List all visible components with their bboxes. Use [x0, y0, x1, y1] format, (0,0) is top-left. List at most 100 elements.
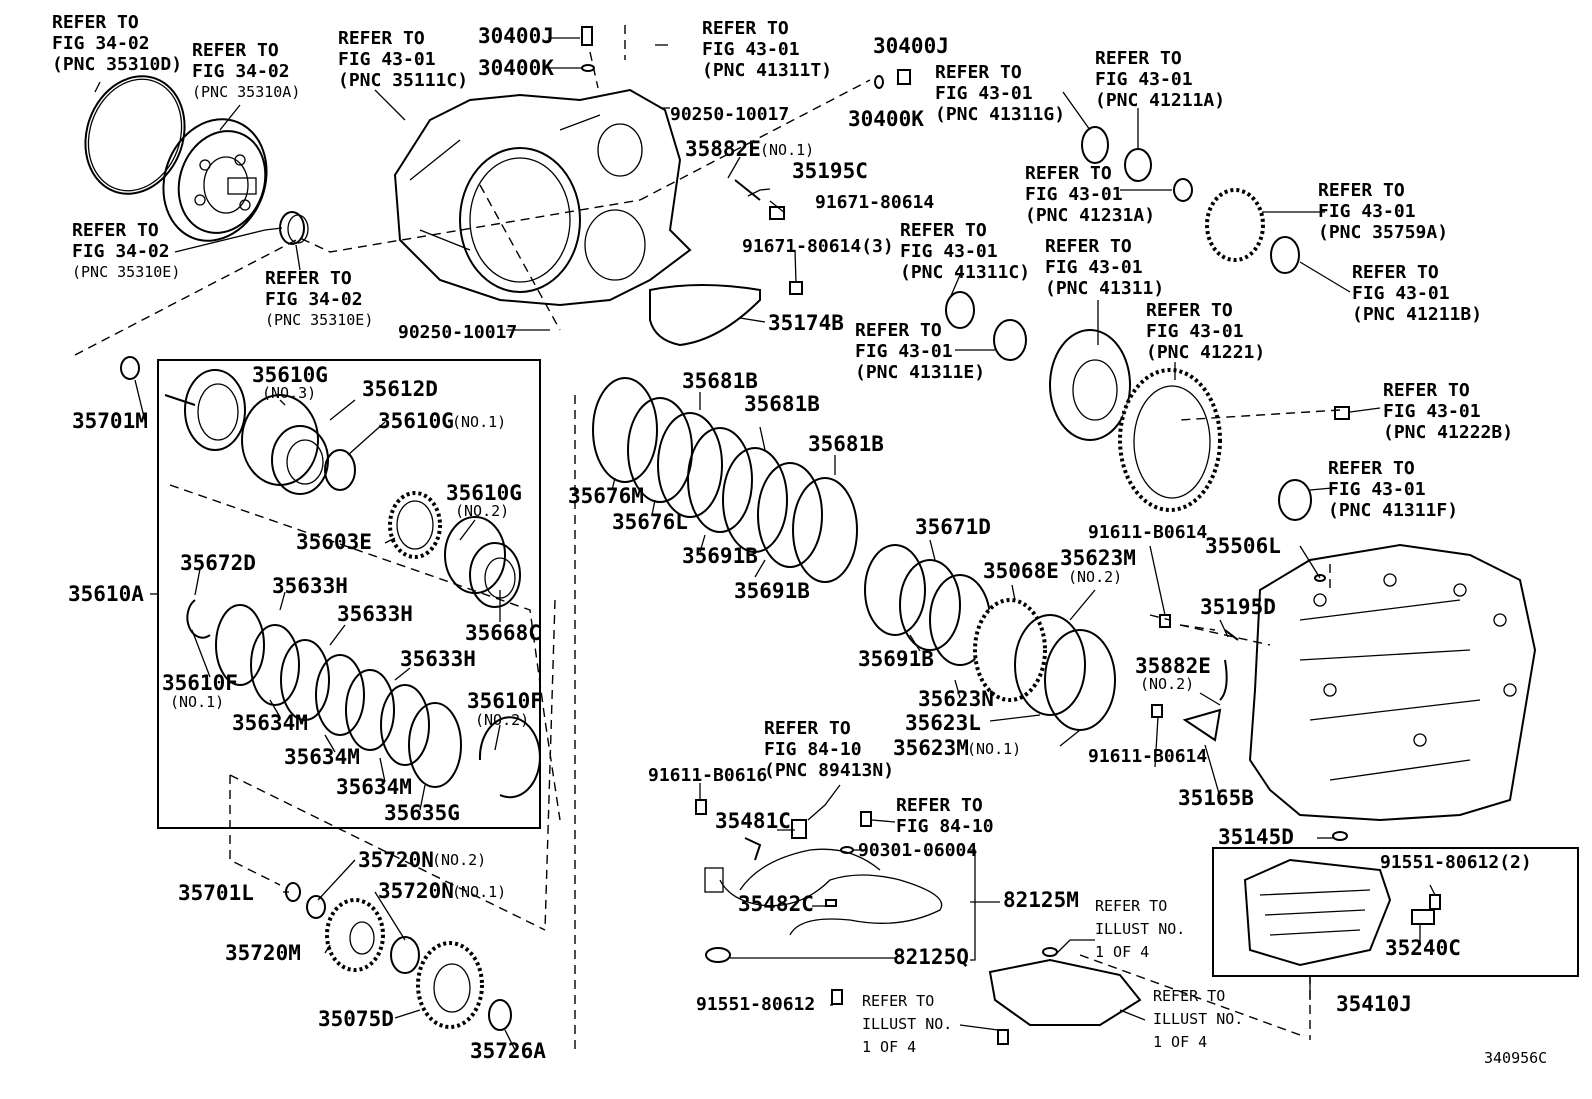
bearing-35720n-no1	[390, 936, 420, 974]
part-label: 90250-10017	[398, 322, 518, 343]
part-label: 35068E	[983, 559, 1059, 583]
part-label: 91551-80612	[696, 994, 816, 1015]
cover-35174b	[649, 284, 761, 347]
part-label: 91551-80612(2)	[1380, 852, 1532, 873]
part-label: 35410J	[1336, 992, 1412, 1016]
gear-35759a	[1205, 188, 1265, 262]
valve-body-box	[1212, 847, 1579, 977]
bearing-41211b	[1270, 236, 1300, 274]
part-label: 35634M	[284, 745, 360, 769]
part-label: 91671-80614(3)	[742, 236, 894, 257]
clutch-pack-lower-left	[186, 599, 541, 799]
part-label: 35634M	[336, 775, 412, 799]
part-label: 35691B	[682, 544, 758, 568]
part-label: 35623L	[905, 711, 981, 735]
part-label: 35635G	[384, 801, 460, 825]
part-label: 30400K	[848, 107, 924, 131]
part-label: 35633H	[337, 602, 413, 626]
part-label: 35610G	[378, 409, 454, 433]
part-label: 35482C	[738, 892, 814, 916]
part-label: 82125M	[1003, 888, 1079, 912]
diagram-id: 340956C	[1484, 1049, 1548, 1067]
seal-41231a	[1173, 178, 1193, 202]
part-label: 30400J	[478, 24, 554, 48]
part-label: 35701L	[178, 881, 254, 905]
oil-pump-35310a	[162, 118, 268, 242]
transaxle-case	[1248, 543, 1537, 822]
part-label: 35882E	[685, 137, 761, 161]
part-label: 35726A	[470, 1039, 546, 1063]
part-label: (NO.1)	[760, 141, 815, 159]
part-label: 35623M	[1060, 546, 1136, 570]
part-label: 82125Q	[893, 945, 969, 969]
part-label: 35603E	[296, 530, 372, 554]
bearing-35726a	[488, 999, 512, 1031]
part-label: 35240C	[1385, 936, 1461, 960]
part-label: 35506L	[1205, 534, 1281, 558]
part-label: 35676M	[568, 484, 644, 508]
bearing-41311f	[1278, 479, 1312, 521]
part-label: 35701M	[72, 409, 148, 433]
part-label: (NO.2)	[432, 851, 487, 869]
part-label: 30400K	[478, 56, 554, 80]
differential-case-41311	[1049, 329, 1131, 441]
seal-ring-35610g-no1	[324, 449, 356, 491]
part-label: 35610F	[162, 671, 238, 695]
part-label: 35634M	[232, 711, 308, 735]
part-label: 35681B	[682, 369, 758, 393]
part-label: 91611-B0614	[1088, 746, 1208, 767]
part-label: 35882E	[1135, 654, 1211, 678]
part-label: 35610A	[68, 582, 144, 606]
part-label: 35633H	[400, 647, 476, 671]
wire-harness-82125m	[704, 848, 943, 936]
leader-lines	[94, 37, 1436, 1051]
oil-strainer	[988, 958, 1142, 1026]
gear-35720m	[325, 898, 385, 972]
part-label: 35691B	[734, 579, 810, 603]
part-label: (NO.2)	[455, 502, 510, 520]
clutch-pack-right	[864, 544, 1116, 731]
part-label: (NO.2)	[1140, 675, 1195, 693]
part-label: 35610G	[252, 363, 328, 387]
part-label: 35610F	[467, 689, 543, 713]
part-label: 35672D	[180, 551, 256, 575]
part-label: 35481C	[715, 809, 791, 833]
part-label: 35720M	[225, 941, 301, 965]
part-label: 30400J	[873, 34, 949, 58]
part-label: (NO.1)	[452, 883, 507, 901]
part-label: 35668C	[465, 621, 541, 645]
o-ring-82125q	[705, 947, 731, 963]
part-label: 35671D	[915, 515, 991, 539]
part-label: 35681B	[808, 432, 884, 456]
part-label: 35623N	[918, 687, 994, 711]
dashed-guides	[74, 25, 1341, 1050]
bolts	[581, 26, 1441, 1045]
part-label: 35075D	[318, 1007, 394, 1031]
part-label: 35720N	[358, 848, 434, 872]
bearing-35603e	[388, 491, 442, 559]
clutch-pack-upper	[592, 377, 858, 583]
part-label: (NO.3)	[262, 384, 317, 402]
part-label: 35610G	[446, 481, 522, 505]
part-label: 90250-10017	[670, 104, 790, 125]
bearing-35720n-no2	[306, 895, 326, 919]
